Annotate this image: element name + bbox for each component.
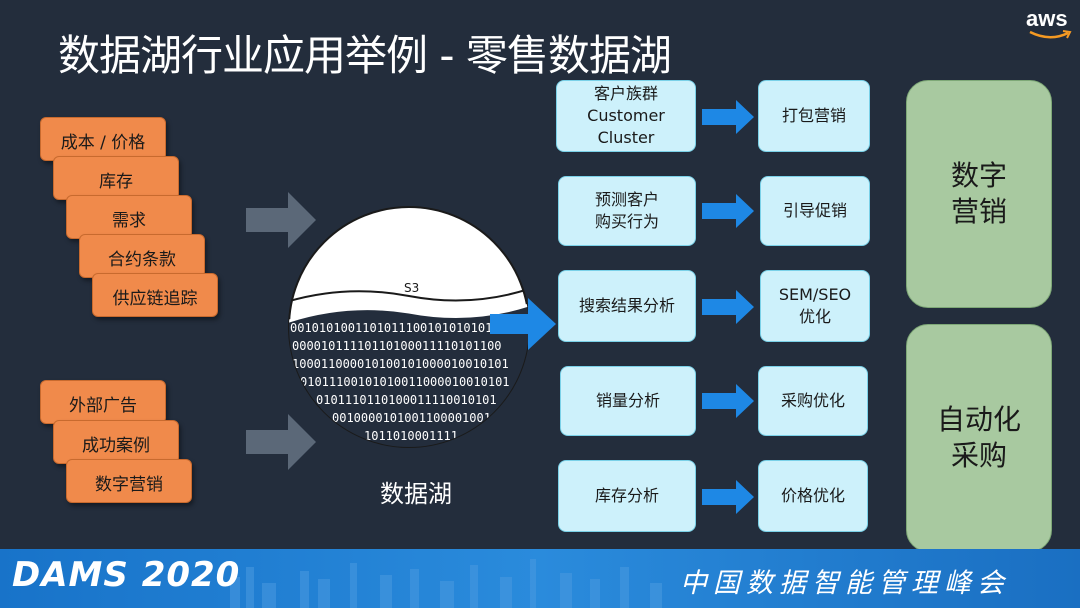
output-label: 价格优化 bbox=[780, 486, 845, 505]
flow-arrow-icon bbox=[702, 194, 754, 228]
analysis-predict-purchase: 预测客户 购买行为 bbox=[558, 176, 696, 246]
output-bundle-marketing: 打包营销 bbox=[758, 80, 870, 152]
source-label: 供应链追踪 bbox=[112, 289, 198, 309]
output-guided-promotion: 引导促销 bbox=[760, 176, 870, 246]
binary-line: 100011000010100101000010010101 bbox=[292, 357, 509, 371]
output-label: 采购优化 bbox=[780, 391, 845, 410]
group-automated-procurement: 自动化 采购 bbox=[906, 324, 1052, 552]
source-supply-chain: 供应链追踪 bbox=[92, 273, 218, 317]
source-demand: 需求 bbox=[66, 195, 192, 239]
aws-logo: aws bbox=[1026, 8, 1074, 40]
gray-arrow-top-icon bbox=[246, 192, 316, 248]
source-label: 成本 / 价格 bbox=[60, 133, 146, 153]
footer-conference: 中国数据智能管理峰会 bbox=[680, 568, 1010, 599]
source-label: 数字营销 bbox=[95, 475, 163, 495]
flow-arrow-icon bbox=[702, 384, 754, 418]
source-label: 需求 bbox=[112, 211, 146, 231]
footer-brand: DAMS 2020 bbox=[12, 555, 241, 595]
flow-arrow-icon bbox=[702, 290, 754, 324]
analysis-label: 预测客户 购买行为 bbox=[594, 190, 659, 231]
source-label: 成功案例 bbox=[82, 436, 150, 456]
source-cost-price: 成本 / 价格 bbox=[40, 117, 166, 161]
aws-smile-icon bbox=[1029, 30, 1072, 39]
binary-line: 1011010001111 bbox=[364, 429, 458, 443]
output-sem-seo: SEM/SEO 优化 bbox=[760, 270, 870, 342]
footer-banner: DAMS 2020 中国数据智能管理峰会 bbox=[0, 549, 1080, 608]
binary-line: 00100001010011000010010 bbox=[332, 411, 498, 425]
binary-line: 0010101001101011100101010101001 bbox=[290, 321, 514, 335]
page-title: 数据湖行业应用举例 - 零售数据湖 bbox=[58, 31, 672, 80]
group-digital-marketing: 数字 营销 bbox=[906, 80, 1052, 308]
source-inventory: 库存 bbox=[53, 156, 179, 200]
binary-line: 0101110110100011110010101 bbox=[316, 393, 497, 407]
lake-output-arrow-icon bbox=[490, 298, 556, 350]
group-label: 自动化 采购 bbox=[936, 403, 1021, 472]
source-contract-terms: 合约条款 bbox=[79, 234, 205, 278]
skyline-icon bbox=[230, 559, 662, 608]
source-external-ads: 外部广告 bbox=[40, 380, 166, 424]
data-lake-label: 数据湖 bbox=[380, 480, 452, 508]
output-label: SEM/SEO 优化 bbox=[778, 285, 852, 326]
analysis-label: 客户族群 Customer Cluster bbox=[587, 84, 665, 147]
group-label: 数字 营销 bbox=[950, 159, 1007, 228]
s3-label: S3 bbox=[404, 281, 419, 295]
analysis-label: 销量分析 bbox=[595, 391, 660, 410]
source-success-cases: 成功案例 bbox=[53, 420, 179, 464]
flow-arrow-icon bbox=[702, 100, 754, 134]
binary-line: 00001011110110100011110101100 bbox=[292, 339, 502, 353]
aws-logo-text: aws bbox=[1026, 6, 1068, 31]
source-label: 合约条款 bbox=[108, 250, 176, 270]
flow-arrow-icon bbox=[702, 480, 754, 514]
analysis-sales: 销量分析 bbox=[560, 366, 696, 436]
analysis-inventory: 库存分析 bbox=[558, 460, 696, 532]
gray-arrow-bottom-icon bbox=[246, 414, 316, 470]
output-label: 打包营销 bbox=[781, 106, 846, 125]
analysis-search-results: 搜索结果分析 bbox=[558, 270, 696, 342]
analysis-customer-cluster: 客户族群 Customer Cluster bbox=[556, 80, 696, 152]
output-price-optimization: 价格优化 bbox=[758, 460, 868, 532]
analysis-label: 库存分析 bbox=[594, 486, 659, 505]
data-lake-sphere: 0010101001101011100101010101001 00001011… bbox=[288, 206, 530, 448]
source-digital-marketing: 数字营销 bbox=[66, 459, 192, 503]
output-procurement-optimization: 采购优化 bbox=[758, 366, 868, 436]
source-label: 库存 bbox=[99, 172, 133, 192]
binary-line: 01011100101010011000010010101 bbox=[300, 375, 510, 389]
analysis-label: 搜索结果分析 bbox=[578, 296, 675, 315]
output-label: 引导促销 bbox=[782, 201, 847, 220]
source-label: 外部广告 bbox=[69, 396, 137, 416]
